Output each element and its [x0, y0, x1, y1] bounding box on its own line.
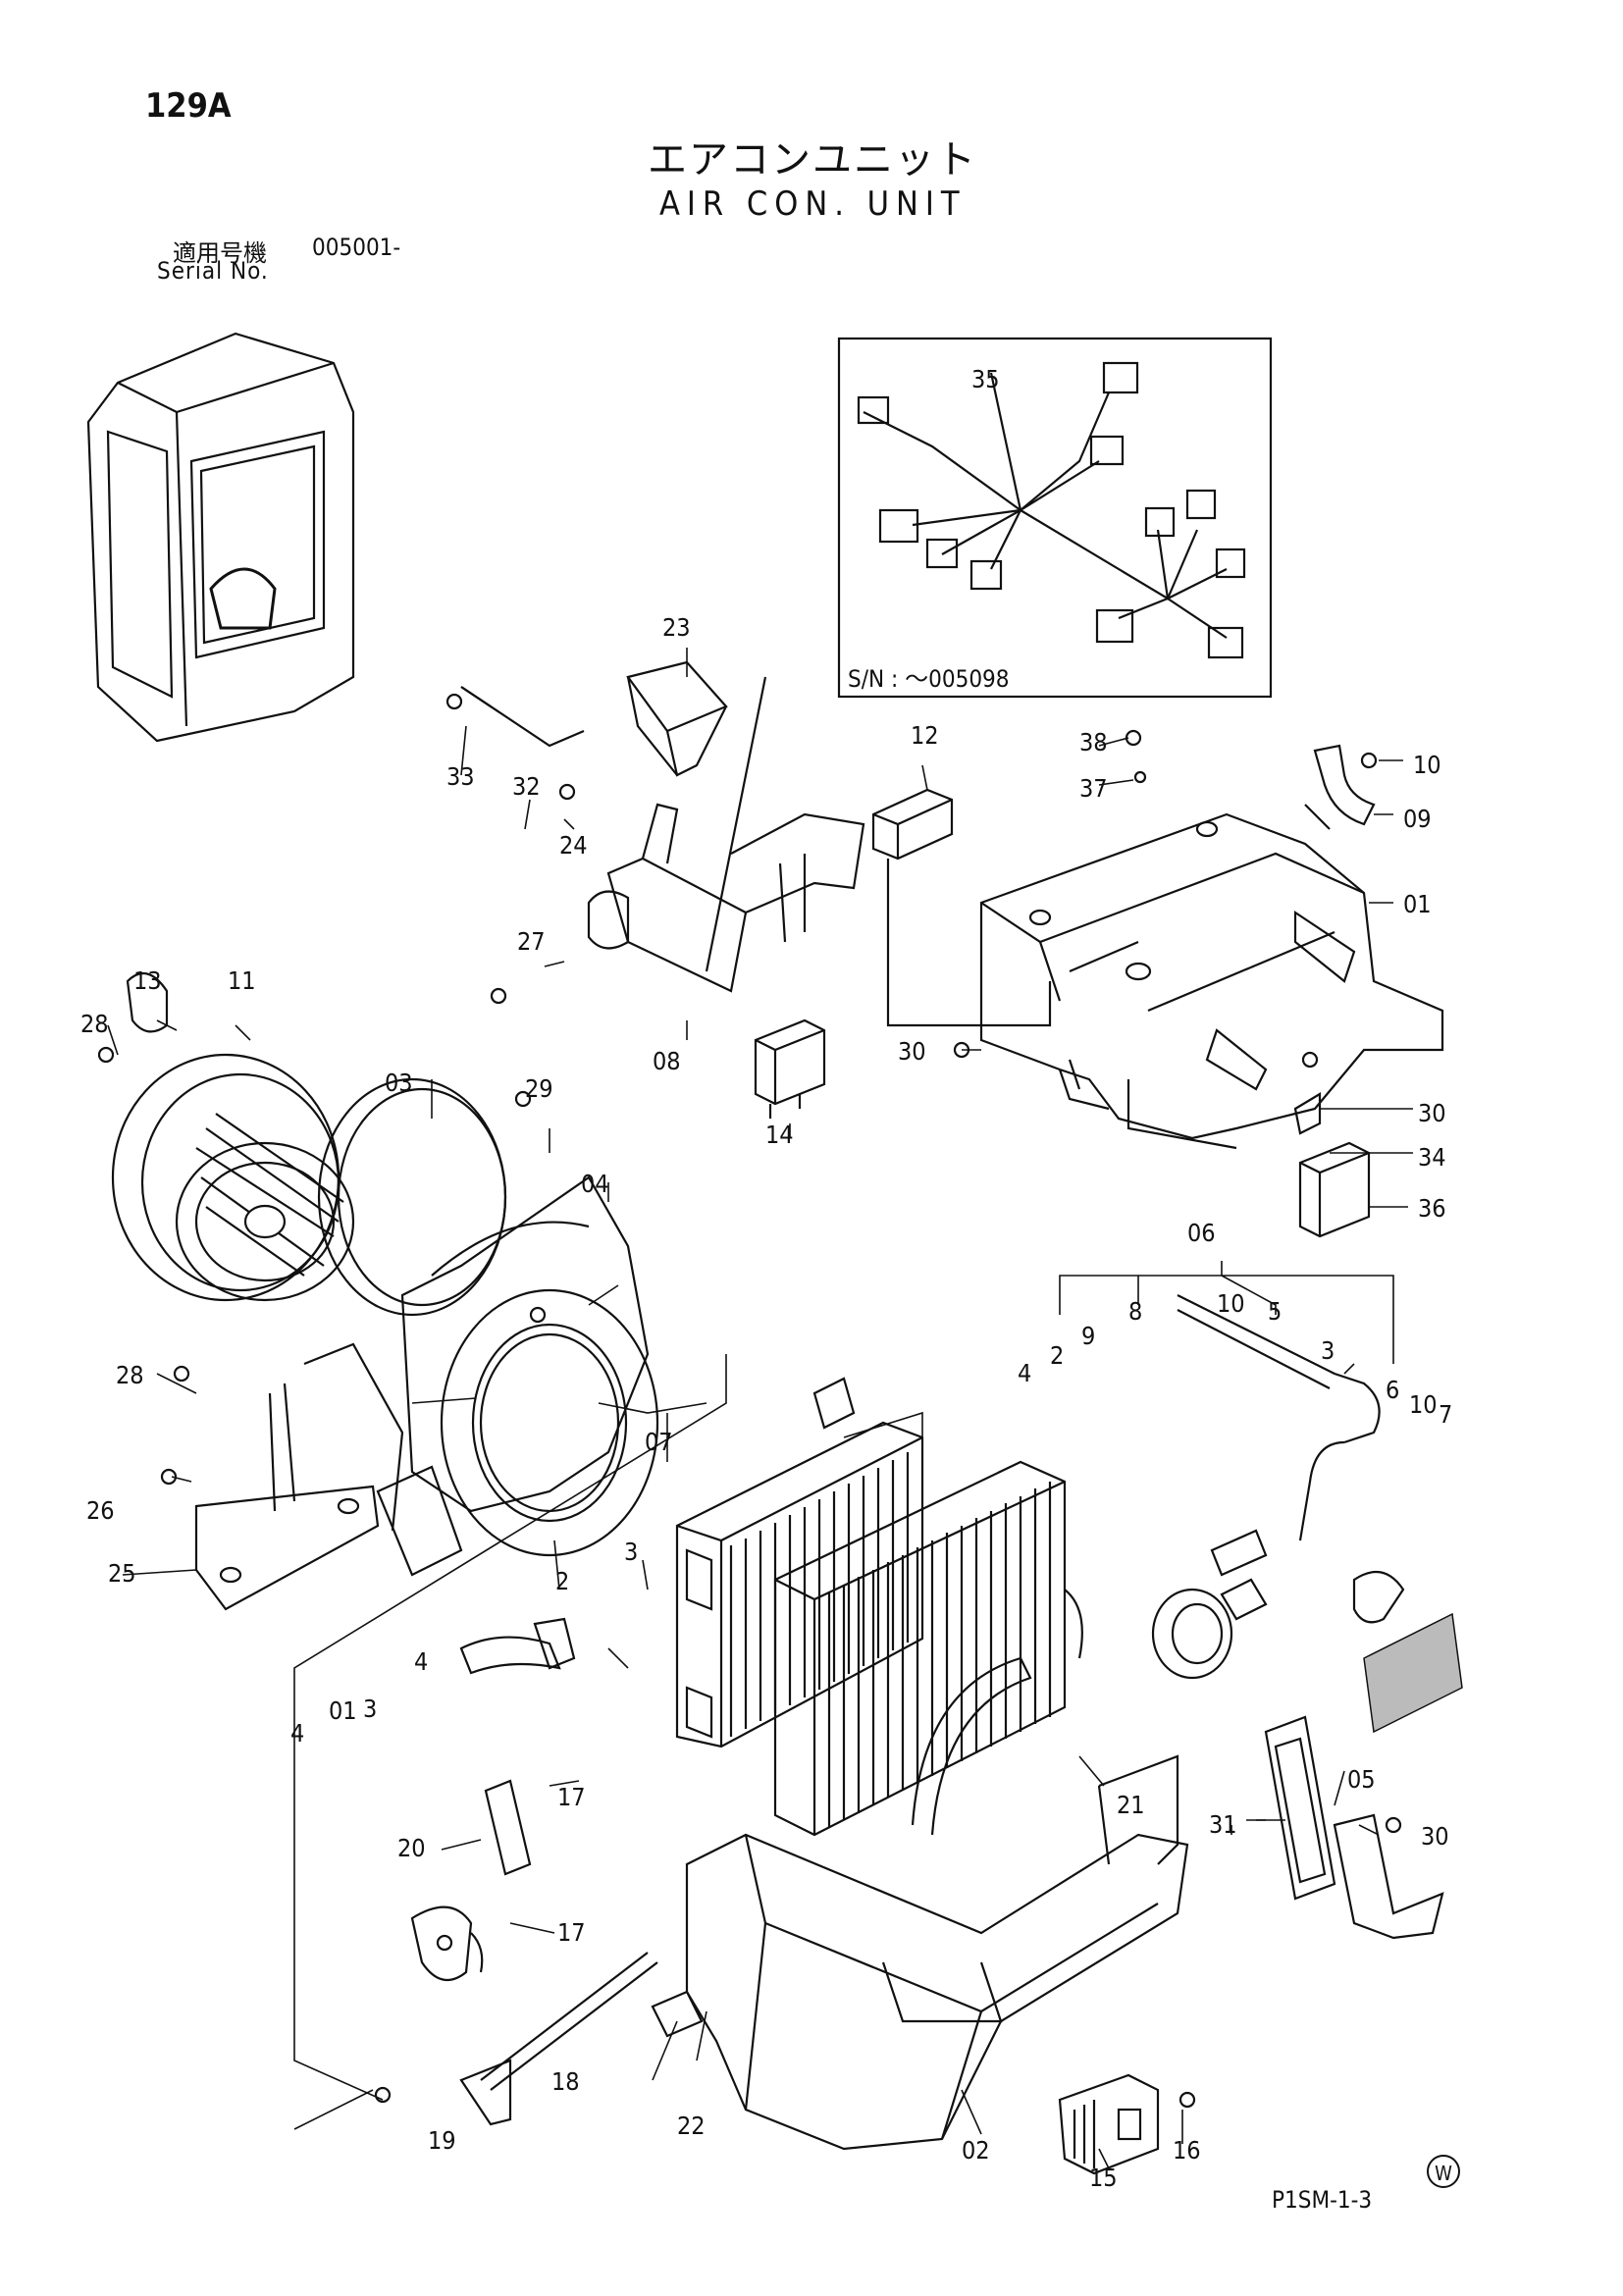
- part-label-31: 31: [1209, 1810, 1237, 1839]
- part-label-20: 20: [397, 1834, 426, 1862]
- part-label-38: 38: [1079, 728, 1108, 757]
- part-label-23: 23: [662, 613, 691, 642]
- upper-case-01: [979, 812, 1444, 1150]
- part-label-06: 06: [1187, 1219, 1216, 1247]
- ring-03: [317, 1077, 507, 1317]
- serial-label-english: Serial No.: [157, 257, 269, 285]
- part-label-37: 37: [1079, 774, 1108, 803]
- evaporator: [773, 1460, 1083, 1837]
- part-label-03: 03: [385, 1069, 413, 1097]
- w-mark-icon: W: [1427, 2155, 1460, 2188]
- part-label-09: 09: [1403, 805, 1432, 833]
- part-label-12: 12: [911, 721, 939, 750]
- part-label-33: 33: [446, 762, 475, 791]
- serial-label-japanese: 適用号機: [173, 239, 267, 267]
- part-label-18: 18: [551, 2067, 580, 2096]
- serial-range: 005001-: [312, 234, 401, 261]
- part-label-16: 16: [1173, 2136, 1201, 2165]
- drain-hose-parts: [410, 1617, 704, 2126]
- part-label-02: 02: [962, 2136, 990, 2165]
- drawing-code: P1SM-1-3: [1272, 2186, 1373, 2214]
- part-label-5: 5: [1268, 1297, 1282, 1326]
- part-label-4-mid: 4: [414, 1647, 428, 1676]
- part-label-17-lower: 17: [557, 1918, 586, 1947]
- part-label-9: 9: [1081, 1322, 1095, 1350]
- frame-31: [1264, 1715, 1336, 1901]
- part-label-10-top: 10: [1413, 751, 1441, 779]
- part-label-1: 01: [329, 1696, 357, 1725]
- part-label-28-lower: 28: [116, 1361, 144, 1389]
- part-label-22: 22: [677, 2112, 706, 2140]
- resistor-15: [1058, 2073, 1160, 2175]
- part-label-35: 35: [971, 365, 1000, 393]
- scroll-case-04: [303, 1175, 659, 1577]
- bracket-25: [194, 1383, 380, 1611]
- part-label-29: 29: [525, 1074, 553, 1103]
- title-japanese: エアコンユニット: [648, 137, 977, 183]
- part-label-13: 13: [133, 966, 162, 995]
- part-label-30-upper: 30: [898, 1037, 926, 1066]
- lower-case-02: [685, 1754, 1189, 2151]
- part-label-14: 14: [765, 1121, 794, 1149]
- part-label-07: 07: [645, 1428, 673, 1456]
- part-label-04: 04: [581, 1170, 609, 1198]
- title-english: AIR CON. UNIT: [659, 184, 967, 224]
- part-label-24: 24: [559, 831, 588, 860]
- harness-inset: 35: [837, 337, 1273, 699]
- part-label-26: 26: [86, 1496, 115, 1525]
- bracket-05: [1333, 1813, 1444, 1940]
- page-number: 129A: [145, 86, 232, 126]
- relay-14: [754, 1018, 826, 1119]
- part-label-10-right: 10: [1409, 1390, 1438, 1419]
- part-label-19: 19: [428, 2126, 456, 2155]
- part-label-05: 05: [1347, 1765, 1376, 1794]
- part-label-27: 27: [517, 927, 546, 956]
- part-label-36: 36: [1418, 1194, 1446, 1223]
- part-labels: 10 09 01 38 37 12 23 33 32 24 27 08 14 3…: [80, 613, 1452, 2192]
- part-label-7: 7: [1439, 1400, 1452, 1429]
- part-label-8: 8: [1128, 1297, 1142, 1326]
- part-label-4-left: 4: [290, 1719, 304, 1748]
- part-label-15: 15: [1089, 2164, 1118, 2192]
- part-label-32: 32: [512, 772, 541, 801]
- blower-motor-11: [111, 971, 355, 1302]
- part-label-28-upper: 28: [80, 1010, 109, 1038]
- part-label-2-left: 2: [555, 1567, 569, 1595]
- clamp-09: [1304, 744, 1376, 830]
- part-label-11: 11: [228, 966, 256, 995]
- part-label-4-right: 4: [1018, 1359, 1031, 1387]
- cab-thumbnail: [86, 332, 355, 743]
- part-label-2-right: 2: [1050, 1341, 1064, 1370]
- heater-core: [675, 1377, 924, 1748]
- relay-36: [1293, 1092, 1371, 1238]
- part-label-21: 21: [1117, 1791, 1145, 1819]
- part-label-17-upper: 17: [557, 1783, 586, 1811]
- part-label-01: 01: [1403, 890, 1432, 918]
- actuator-assembly: [460, 660, 865, 993]
- filter-7: [1363, 1612, 1463, 1734]
- part-label-3-left: 3: [363, 1695, 377, 1723]
- part-label-08: 08: [653, 1047, 681, 1075]
- part-label-10-mid: 10: [1217, 1289, 1245, 1318]
- part-label-25: 25: [108, 1559, 136, 1588]
- part-label-30-lower: 30: [1421, 1822, 1449, 1851]
- part-label-3-mid: 3: [624, 1538, 638, 1566]
- part-label-3-right: 3: [1321, 1336, 1335, 1365]
- relay-12: [871, 788, 1052, 1027]
- part-label-34: 34: [1418, 1143, 1446, 1172]
- part-label-30-right: 30: [1418, 1099, 1446, 1127]
- pipe-assembly: [1151, 1294, 1405, 1680]
- leader-lines: [107, 648, 1413, 2169]
- inset-serial-note: S/N : ～005098: [848, 665, 1010, 693]
- part-label-6: 6: [1386, 1376, 1399, 1404]
